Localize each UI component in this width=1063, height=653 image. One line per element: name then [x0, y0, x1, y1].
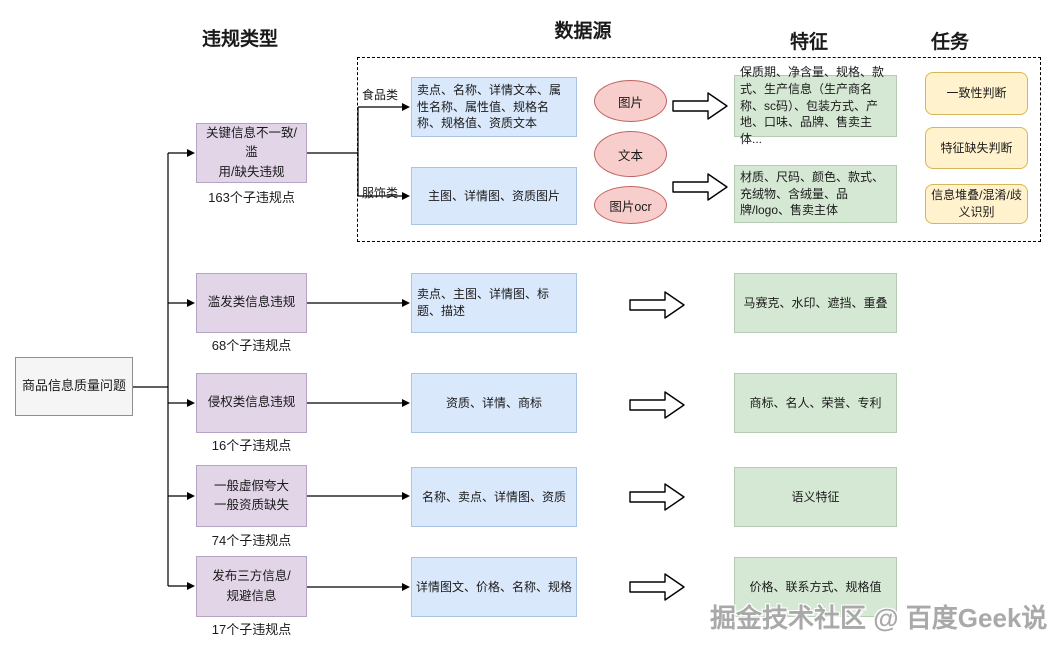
flow-arrow-icon: [629, 291, 685, 319]
flow-arrow-icon: [629, 573, 685, 601]
source-box-food: 卖点、名称、详情文本、属性名称、属性值、规格名称、规格值、资质文本: [411, 77, 577, 137]
violation-count: 163个子违规点: [208, 190, 295, 205]
feature-box-third: 价格、联系方式、规格值: [734, 557, 897, 617]
source-box-spam: 卖点、主图、详情图、标题、描述: [411, 273, 577, 333]
violation-box-third-party: 发布三方信息/ 规避信息: [196, 556, 307, 617]
flow-arrow-icon: [672, 173, 728, 201]
violation-box-exaggeration: 一般虚假夸大 一般资质缺失: [196, 465, 307, 527]
task-box-stacking: 信息堆叠/混淆/歧 义识别: [925, 184, 1028, 224]
flow-arrow-icon: [672, 92, 728, 120]
flow-arrow-icon: [629, 483, 685, 511]
modality-ellipse-text: 文本: [594, 131, 667, 177]
feature-box-semantic: 语义特征: [734, 467, 897, 527]
flow-arrow-icon: [629, 391, 685, 419]
watermark: 掘金技术社区 @ 百度Geek说: [710, 603, 1048, 633]
violation-box-infringement: 侵权类信息违规: [196, 373, 307, 433]
branch-label-food: 食品类: [362, 88, 399, 102]
feature-box-clothing: 材质、尺码、颜色、款式、充绒物、含绒量、品牌/logo、售卖主体: [734, 165, 897, 223]
violation-box-spam: 滥发类信息违规: [196, 273, 307, 333]
modality-ellipse-image-ocr: 图片ocr: [594, 186, 667, 224]
source-box-clothing: 主图、详情图、资质图片: [411, 167, 577, 225]
source-box-infringe: 资质、详情、商标: [411, 373, 577, 433]
feature-box-food: 保质期、净含量、规格、款式、生产信息（生产商名称、sc码）、包装方式、产地、口味…: [734, 65, 897, 146]
violation-count: 16个子违规点: [211, 438, 292, 453]
root-node: 商品信息质量问题: [15, 357, 133, 416]
violation-count: 68个子违规点: [211, 338, 292, 353]
header-task: 任务: [930, 32, 969, 53]
task-box-missing-feature: 特征缺失判断: [925, 127, 1028, 169]
violation-box-key-info: 关键信息不一致/滥 用/缺失违规: [196, 123, 307, 183]
source-box-third: 详情图文、价格、名称、规格: [411, 557, 577, 617]
header-data-source: 数据源: [554, 21, 612, 42]
violation-count: 17个子违规点: [211, 622, 292, 637]
modality-ellipse-image: 图片: [594, 80, 667, 122]
feature-box-infringe: 商标、名人、荣誉、专利: [734, 373, 897, 433]
feature-box-spam: 马赛克、水印、遮挡、重叠: [734, 273, 897, 333]
task-box-consistency: 一致性判断: [925, 72, 1028, 115]
header-feature: 特征: [789, 32, 828, 53]
branch-label-clothing: 服饰类: [362, 186, 399, 200]
header-violation-type: 违规类型: [201, 29, 278, 50]
violation-count: 74个子违规点: [211, 533, 292, 548]
source-box-exagger: 名称、卖点、详情图、资质: [411, 467, 577, 527]
